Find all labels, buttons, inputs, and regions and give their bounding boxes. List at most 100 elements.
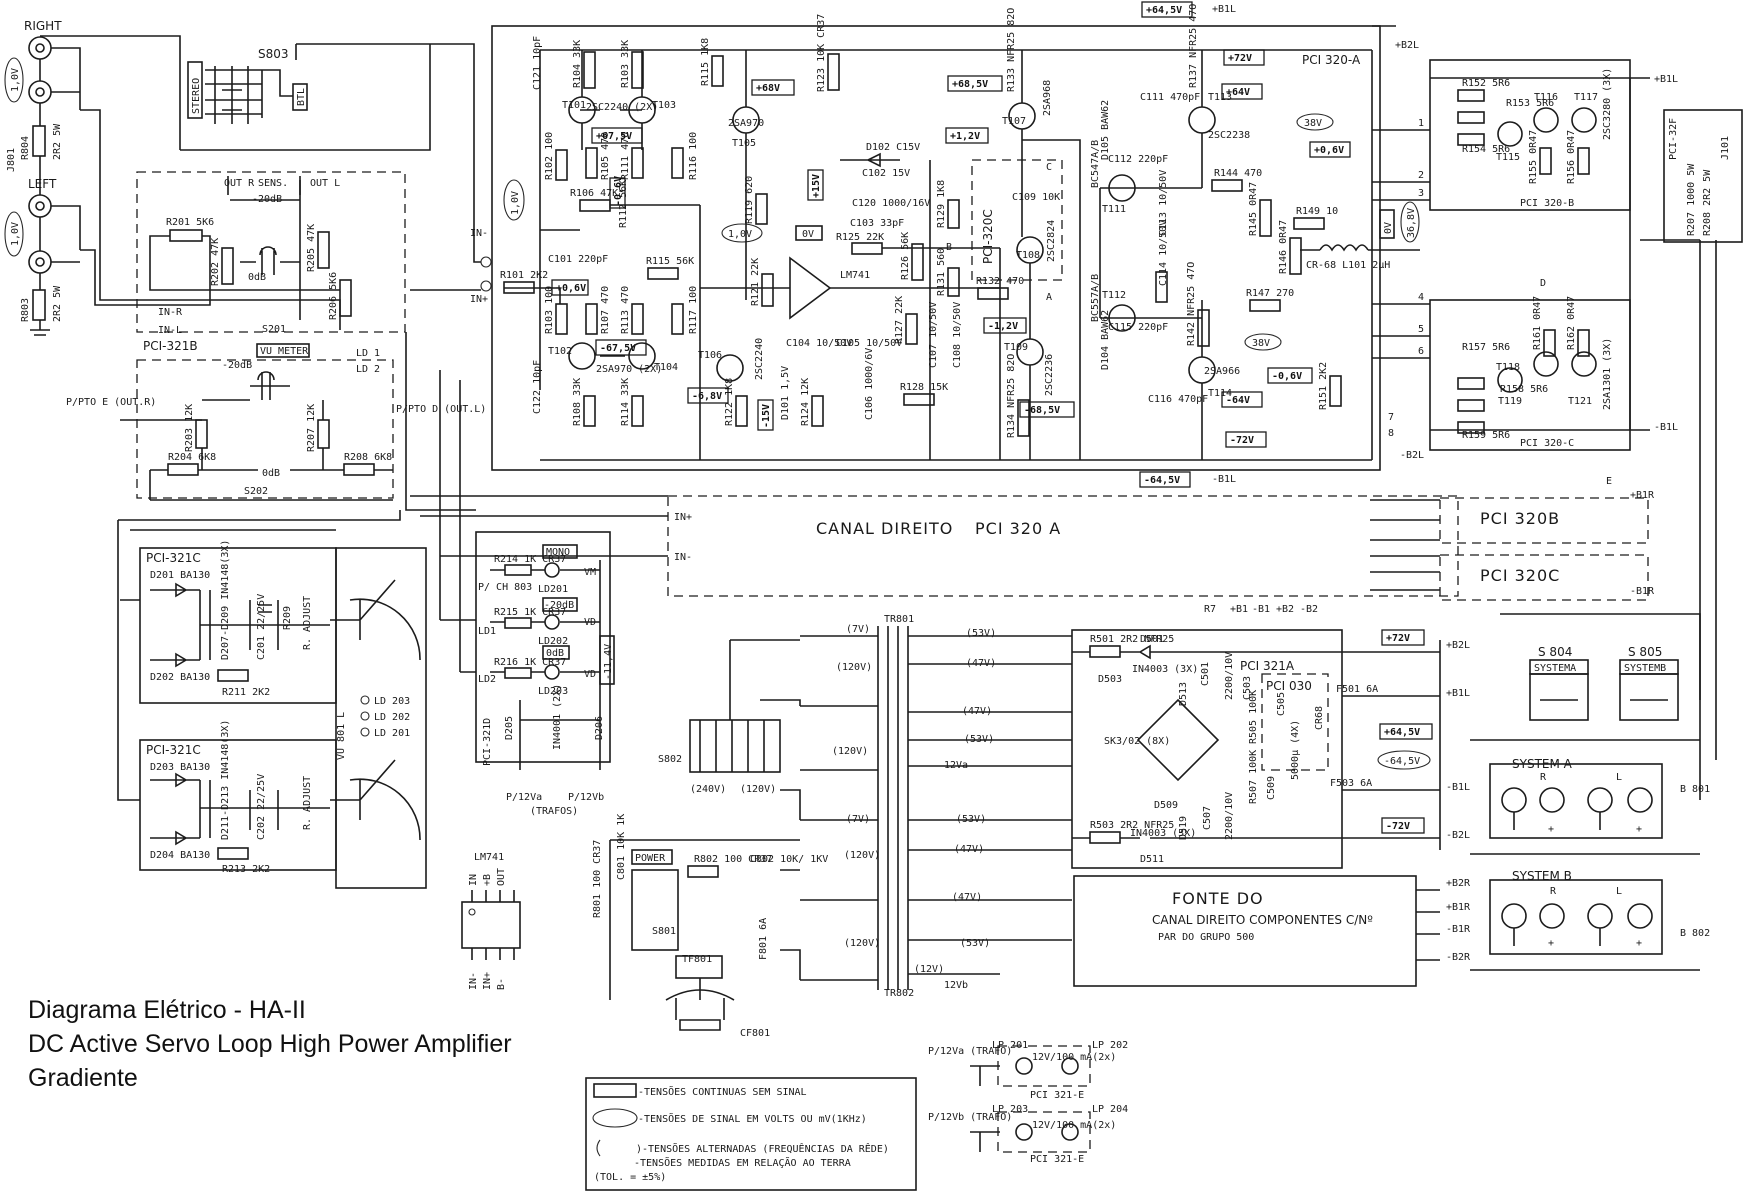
svg-text:D202 BA130: D202 BA130 <box>150 672 210 683</box>
svg-text:12V/100 mA(2x): 12V/100 mA(2x) <box>1032 1052 1116 1063</box>
svg-text:VU METER: VU METER <box>260 346 309 357</box>
svg-text:PCI 320-A: PCI 320-A <box>1302 53 1361 67</box>
svg-text:R. ADJUST: R. ADJUST <box>302 776 313 830</box>
svg-text:D501: D501 <box>1140 634 1164 645</box>
svg-text:TR801: TR801 <box>884 614 914 625</box>
pci-320c-box <box>1429 299 1631 451</box>
svg-text:(120V): (120V) <box>832 746 868 757</box>
svg-text:R204 6K8: R204 6K8 <box>168 452 216 463</box>
svg-text:R802 100 CR37: R802 100 CR37 <box>694 854 772 865</box>
svg-text:IN: IN <box>468 874 479 886</box>
svg-text:F501 6A: F501 6A <box>1336 684 1378 695</box>
svg-text:PCI 321A: PCI 321A <box>1240 659 1295 673</box>
svg-text:R157 5R6: R157 5R6 <box>1462 342 1510 353</box>
vu-boards: PCI-321C D201 BA130 D202 BA130 D207-D209… <box>117 510 427 889</box>
svg-text:R112 56K: R112 56K <box>618 180 629 228</box>
svg-text:R129 1K8: R129 1K8 <box>936 180 947 228</box>
svg-text:3: 3 <box>1418 188 1424 199</box>
resistor-r203 <box>195 419 208 449</box>
svg-text:T119: T119 <box>1498 396 1522 407</box>
resistor-r206 <box>339 279 352 317</box>
svg-text:LD2: LD2 <box>478 674 496 685</box>
svg-text:R146 0R47: R146 0R47 <box>1278 220 1289 274</box>
svg-text:C116 470pF: C116 470pF <box>1148 394 1208 405</box>
voltage-selector-s802 <box>689 719 781 773</box>
terminal-a1[interactable] <box>1501 787 1527 813</box>
svg-text:LD1: LD1 <box>478 626 496 637</box>
svg-text:2SC2240: 2SC2240 <box>754 338 765 380</box>
terminal-b3[interactable] <box>1587 903 1613 929</box>
power-label <box>631 849 673 865</box>
terminal-b1[interactable] <box>1501 903 1527 929</box>
svg-text:T112: T112 <box>1102 290 1126 301</box>
svg-text:R155 0R47: R155 0R47 <box>1528 130 1539 184</box>
svg-text:C201 22/25V: C201 22/25V <box>256 594 267 660</box>
svg-text:+B: +B <box>482 874 493 886</box>
svg-text:R801 100 CR37: R801 100 CR37 <box>592 840 603 918</box>
svg-text:1,0V: 1,0V <box>728 229 752 240</box>
svg-text:+B1: +B1 <box>1230 604 1248 615</box>
svg-text:-1,2V: -1,2V <box>988 321 1018 332</box>
svg-text:CF801: CF801 <box>740 1028 770 1039</box>
svg-text:PCI-321C: PCI-321C <box>146 551 201 565</box>
svg-text:R111 470: R111 470 <box>620 132 631 180</box>
svg-text:PCI 320B: PCI 320B <box>1480 509 1560 528</box>
svg-text:(120V): (120V) <box>844 850 880 861</box>
svg-text:R115 56K: R115 56K <box>646 256 694 267</box>
svg-text:5: 5 <box>1418 324 1424 335</box>
svg-text:PCI 030: PCI 030 <box>1266 679 1312 693</box>
svg-text:T101: T101 <box>562 100 586 111</box>
svg-text:LP 204: LP 204 <box>1092 1104 1128 1115</box>
svg-text:+64,5V: +64,5V <box>1384 727 1420 738</box>
svg-text:OUT: OUT <box>496 868 507 886</box>
svg-text:R501 2R2 NFR25: R501 2R2 NFR25 <box>1090 634 1174 645</box>
svg-text:R214 1K CR37: R214 1K CR37 <box>494 554 566 565</box>
svg-text:6: 6 <box>1418 346 1424 357</box>
svg-text:J101: J101 <box>1720 136 1731 160</box>
stereo-tag <box>187 61 203 119</box>
svg-text:(7V): (7V) <box>846 814 870 825</box>
svg-text:D211-D213 IN4148(3X): D211-D213 IN4148(3X) <box>220 720 231 840</box>
svg-text:2SC2240 (2X): 2SC2240 (2X) <box>586 102 658 113</box>
power-switch-s801[interactable] <box>631 869 679 951</box>
svg-text:T121: T121 <box>1568 396 1592 407</box>
svg-text:S202: S202 <box>244 486 268 497</box>
svg-text:-TENSÕES DE SINAL EM VOLTS OU: -TENSÕES DE SINAL EM VOLTS OU mV(1KHz) <box>638 1112 867 1125</box>
svg-text:TR802: TR802 <box>884 988 914 999</box>
terminal-a2[interactable] <box>1539 787 1565 813</box>
svg-text:S801: S801 <box>652 926 676 937</box>
svg-text:R124 12K: R124 12K <box>800 378 811 426</box>
svg-text:L: L <box>1616 772 1622 783</box>
terminal-a4[interactable] <box>1627 787 1653 813</box>
svg-text:R151 2K2: R151 2K2 <box>1318 362 1329 410</box>
svg-text:0dB: 0dB <box>262 468 280 479</box>
sens-board: PCI-321B SENS. -20dB OUT R OUT L IN-R IN… <box>66 171 486 511</box>
svg-text:T118: T118 <box>1496 362 1520 373</box>
svg-text:-64V: -64V <box>1226 395 1250 406</box>
svg-text:A: A <box>1046 292 1052 303</box>
terminal-b4[interactable] <box>1627 903 1653 929</box>
svg-text:R505 100K: R505 100K <box>1248 690 1259 744</box>
resistor-r204 <box>167 463 199 476</box>
svg-text:R. ADJUST: R. ADJUST <box>302 596 313 650</box>
terminal-a3[interactable] <box>1587 787 1613 813</box>
svg-text:-B1L: -B1L <box>1212 474 1236 485</box>
svg-text:F503 6A: F503 6A <box>1330 778 1372 789</box>
svg-text:(120V): (120V) <box>836 662 872 673</box>
svg-text:C104 10/50V: C104 10/50V <box>786 338 852 349</box>
svg-text:R: R <box>1540 772 1547 783</box>
svg-text:D513: D513 <box>1178 682 1189 706</box>
svg-text:-72V: -72V <box>1230 435 1254 446</box>
svg-text:+: + <box>1636 938 1642 949</box>
svg-text:-TENSÕES MEDIDAS EM RELAÇÃO AO: -TENSÕES MEDIDAS EM RELAÇÃO AO TERRA <box>634 1156 851 1169</box>
svg-text:+B1R: +B1R <box>1446 902 1471 913</box>
svg-text:C106 1000/6V: C106 1000/6V <box>864 348 875 420</box>
svg-text:CR-68 L101 2µH: CR-68 L101 2µH <box>1306 260 1390 271</box>
svg-text:(53V): (53V) <box>960 938 990 949</box>
svg-text:R134 NFR25 82O: R134 NFR25 82O <box>1006 354 1017 438</box>
svg-text:1: 1 <box>1418 118 1424 129</box>
svg-text:IN-: IN- <box>468 972 479 990</box>
terminal-b2[interactable] <box>1539 903 1565 929</box>
svg-text:0dB: 0dB <box>546 648 564 659</box>
